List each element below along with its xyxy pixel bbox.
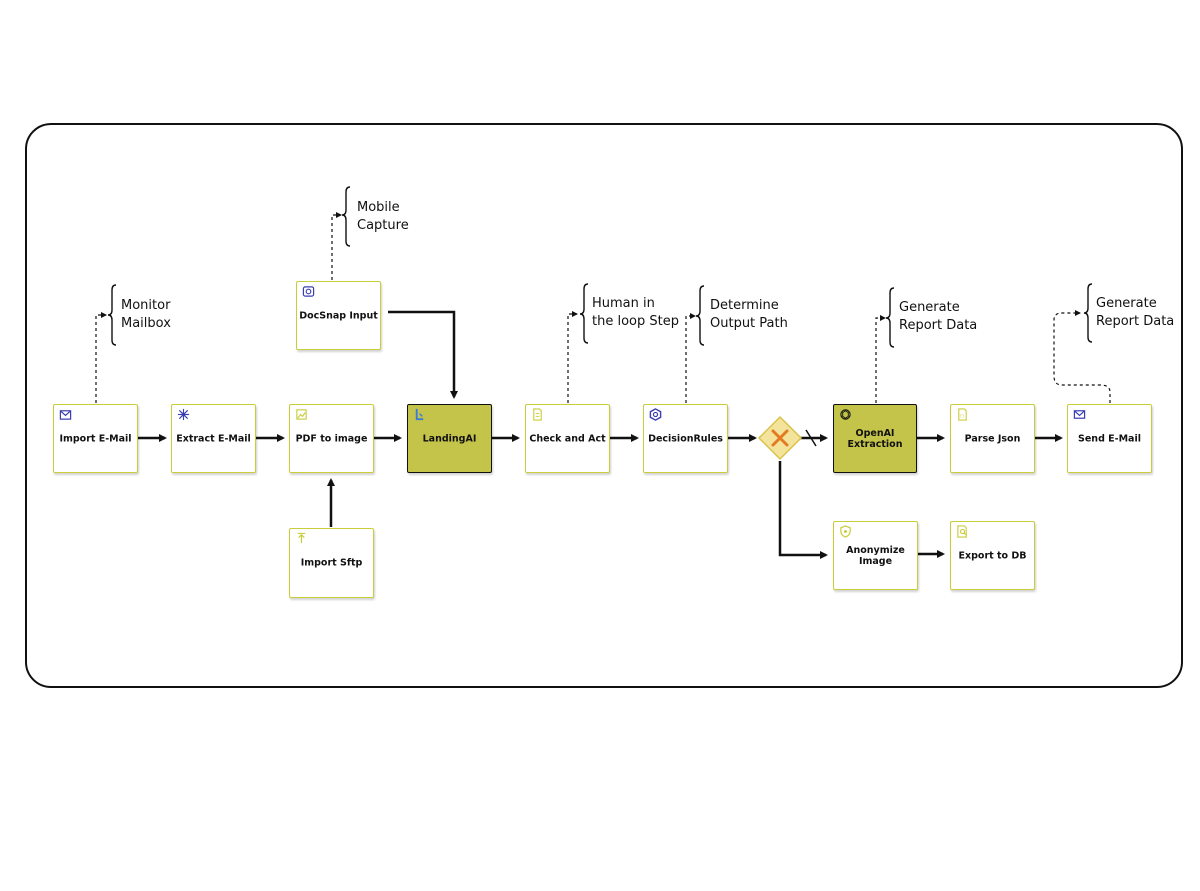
node-import-sftp[interactable]: Import Sftp	[289, 528, 374, 598]
node-label: Export to DB	[958, 550, 1027, 561]
hexagon-icon	[649, 408, 662, 421]
association-generate-report-1	[875, 315, 886, 403]
upload-icon	[297, 532, 306, 544]
bracket-human-in-loop	[579, 283, 589, 344]
camera-icon	[302, 286, 315, 297]
node-label: DocSnap Input	[299, 310, 378, 321]
network-icon	[177, 408, 190, 421]
exclusive-gateway[interactable]	[757, 415, 803, 461]
node-openai-extraction[interactable]: OpenAI Extraction	[833, 404, 917, 473]
node-label: OpenAI Extraction	[847, 427, 903, 450]
node-label: Extract E-Mail	[176, 433, 251, 444]
association-mobile-capture	[331, 212, 342, 280]
bracket-mobile-capture	[341, 186, 351, 247]
document-icon	[533, 408, 542, 421]
association-monitor-mailbox	[95, 312, 107, 403]
bracket-generate-report-1	[885, 287, 895, 348]
node-label: Import E-Mail	[59, 433, 132, 444]
node-label: PDF to image	[295, 433, 368, 444]
landingai-logo-icon	[415, 408, 424, 421]
node-pdf-to-image[interactable]: PDF to image	[289, 404, 374, 473]
json-file-icon: {}	[958, 408, 967, 421]
annotation-human-in-loop: Human in the loop Step	[592, 296, 679, 329]
bracket-monitor-mailbox	[107, 284, 117, 346]
svg-text:{}: {}	[960, 413, 965, 417]
bracket-generate-report-2	[1083, 283, 1093, 343]
annotation-generate-report-1: Generate Report Data	[899, 300, 978, 333]
association-human-in-loop	[567, 311, 578, 403]
node-decision-rules[interactable]: DecisionRules	[643, 404, 728, 473]
association-determine-output	[685, 313, 696, 403]
node-send-email[interactable]: Send E-Mail	[1067, 404, 1152, 473]
annotation-mobile-capture: Mobile Capture	[357, 200, 409, 233]
mail-icon	[1073, 410, 1086, 419]
diagram-frame	[25, 123, 1183, 688]
node-extract-email[interactable]: Extract E-Mail	[171, 404, 256, 473]
node-landing-ai[interactable]: LandingAI	[407, 404, 492, 473]
node-check-and-act[interactable]: Check and Act	[525, 404, 610, 473]
mail-icon	[59, 410, 72, 420]
flow-docsnap-to-landing	[388, 310, 458, 399]
node-label: Import Sftp	[300, 557, 363, 569]
x-mark-icon	[771, 429, 789, 447]
image-icon	[296, 409, 307, 420]
node-export-to-db[interactable]: Export to DB	[950, 521, 1035, 590]
annotation-determine-output: Determine Output Path	[710, 298, 788, 331]
database-search-icon	[957, 525, 967, 538]
bracket-determine-output	[695, 285, 705, 346]
node-label: Check and Act	[529, 433, 606, 444]
node-label: DecisionRules	[648, 433, 723, 444]
default-flow-marker	[805, 429, 817, 447]
node-label: Parse Json	[964, 433, 1021, 444]
node-import-email[interactable]: Import E-Mail	[53, 404, 138, 473]
shield-icon	[840, 525, 851, 538]
node-docsnap-input[interactable]: DocSnap Input	[296, 281, 381, 350]
association-generate-report-2	[1053, 310, 1111, 403]
openai-logo-icon	[840, 409, 851, 420]
node-label: Anonymize Image	[846, 544, 905, 567]
node-anonymize-image[interactable]: Anonymize Image	[833, 521, 918, 590]
annotation-monitor-mailbox: Monitor Mailbox	[121, 298, 171, 331]
node-label: LandingAI	[422, 433, 477, 444]
annotation-generate-report-2: Generate Report Data	[1096, 296, 1175, 329]
node-label: Send E-Mail	[1078, 433, 1141, 444]
flow-gateway-to-anonymize	[778, 461, 828, 559]
node-parse-json[interactable]: {} Parse Json	[950, 404, 1035, 473]
